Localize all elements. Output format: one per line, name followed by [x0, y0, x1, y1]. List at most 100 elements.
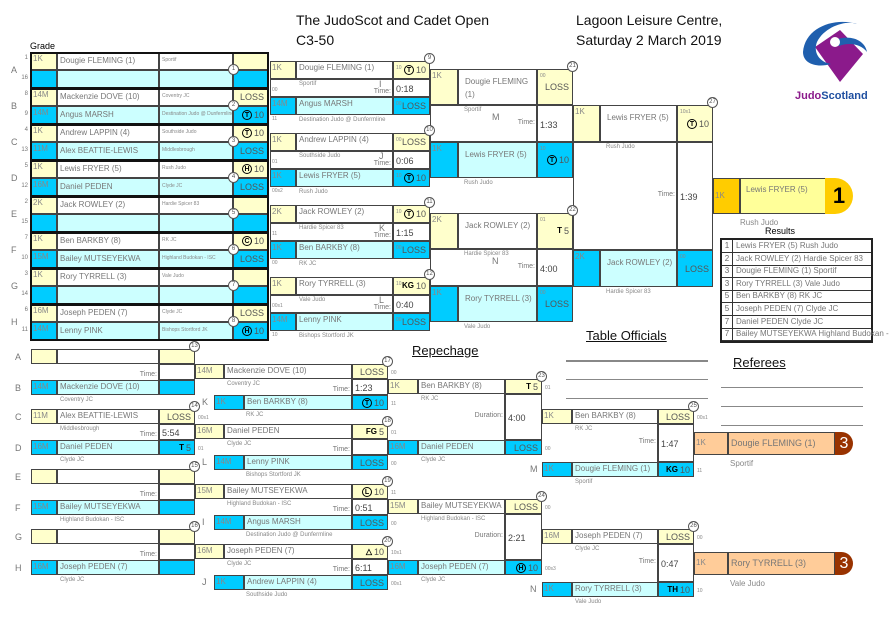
seed-number: 11 — [21, 327, 28, 333]
time-cell[interactable]: 1:23 — [352, 379, 388, 395]
score-cell[interactable]: LOSS — [352, 364, 388, 379]
side-code: 00s1 — [272, 303, 283, 309]
score-cell[interactable]: LOSS — [505, 440, 542, 455]
time-cell[interactable]: 4:00 — [505, 394, 542, 440]
side-code: 10 — [272, 332, 278, 338]
time-value: 0:06 — [396, 156, 414, 166]
time-cell[interactable]: 1:39 — [677, 142, 713, 250]
competitor-name: Daniel PEDEN — [57, 440, 159, 455]
result-text: Rory TYRRELL (3) Vale Judo — [736, 278, 840, 288]
time-cell[interactable]: 0:51 — [352, 499, 388, 515]
score-value: 10 — [373, 397, 384, 408]
seed-number: 7 — [24, 235, 28, 241]
time-cell[interactable]: 0:40 — [393, 295, 430, 313]
time-cell[interactable] — [159, 544, 195, 560]
side-code: 00 — [391, 370, 397, 376]
score-value: LOSS — [239, 146, 264, 156]
time-cell[interactable]: 6:11 — [352, 559, 388, 575]
time-cell[interactable]: 0:47 — [658, 544, 694, 582]
bottom-club: Bishops Stortford JK — [246, 472, 301, 478]
grade-cell — [31, 469, 57, 484]
score-cell[interactable] — [159, 529, 195, 544]
time-cell[interactable]: 1:47 — [658, 424, 694, 462]
time-cell[interactable]: 1:33 — [537, 105, 573, 142]
result-text: Dougie FLEMING (1) Sportif — [736, 266, 837, 276]
score-cell[interactable]: LOSS — [352, 575, 388, 590]
top-club: Sportif — [299, 81, 317, 87]
score-cell[interactable]: △10 — [352, 544, 388, 559]
pool-letter: C — [15, 412, 22, 422]
referee-line-1[interactable] — [721, 387, 863, 388]
score-cell[interactable]: LOSS — [658, 529, 694, 544]
time-cell[interactable]: 0:06 — [393, 151, 430, 169]
score-cell[interactable] — [159, 349, 195, 364]
referee-line-3[interactable] — [721, 425, 863, 426]
referee-line-2[interactable] — [721, 406, 863, 407]
grade-cell: 1K — [542, 582, 572, 597]
side-code: 00 — [391, 461, 397, 467]
time-cell[interactable] — [159, 484, 195, 500]
time-cell[interactable]: 0:18 — [393, 79, 430, 97]
score-value: 5 — [532, 381, 538, 392]
grade-cell: 15M — [388, 499, 418, 514]
time-cell[interactable]: 2:21 — [505, 514, 542, 560]
winner-name: Lewis FRYER (5) — [740, 178, 826, 214]
official-line-3[interactable] — [566, 398, 708, 399]
score-cell[interactable] — [159, 500, 195, 515]
side-code: 00 — [391, 521, 397, 527]
score-value: LOSS — [239, 308, 264, 318]
official-line-2[interactable] — [566, 379, 708, 380]
time-cell[interactable]: 5:54 — [159, 424, 195, 440]
time-label: Time: — [517, 262, 535, 270]
score-cell[interactable]: LOSS — [159, 409, 195, 424]
score-cell[interactable]: LOSS — [352, 455, 388, 470]
match-number: 26 — [688, 521, 699, 532]
time-cell[interactable] — [352, 439, 388, 455]
time-cell[interactable] — [159, 364, 195, 380]
score-cell[interactable]: LOSS — [658, 409, 694, 424]
time-cell[interactable]: 4:00 — [537, 249, 573, 286]
score-cell[interactable]: LOSS — [505, 499, 542, 514]
result-text: Lewis FRYER (5) Rush Judo — [736, 241, 839, 250]
match-letter: K — [202, 397, 209, 407]
score-cell[interactable] — [159, 469, 195, 484]
score-cell[interactable]: LOSS — [352, 515, 388, 530]
time-label: Duration: — [474, 412, 503, 419]
score-cell[interactable] — [159, 560, 195, 575]
result-place: 1 — [722, 240, 733, 252]
score-value: LOSS — [166, 411, 191, 422]
score-mark-icon: H — [241, 164, 252, 174]
match-number: 19 — [382, 476, 393, 487]
side-code: 00 — [272, 260, 278, 266]
official-line-1[interactable] — [566, 360, 708, 362]
competitor-name — [57, 349, 159, 364]
grade-cell: 16M — [388, 440, 418, 455]
score-cell[interactable] — [159, 380, 195, 395]
time-cell[interactable]: 1:15 — [393, 223, 430, 241]
match-number: 17 — [382, 356, 393, 367]
